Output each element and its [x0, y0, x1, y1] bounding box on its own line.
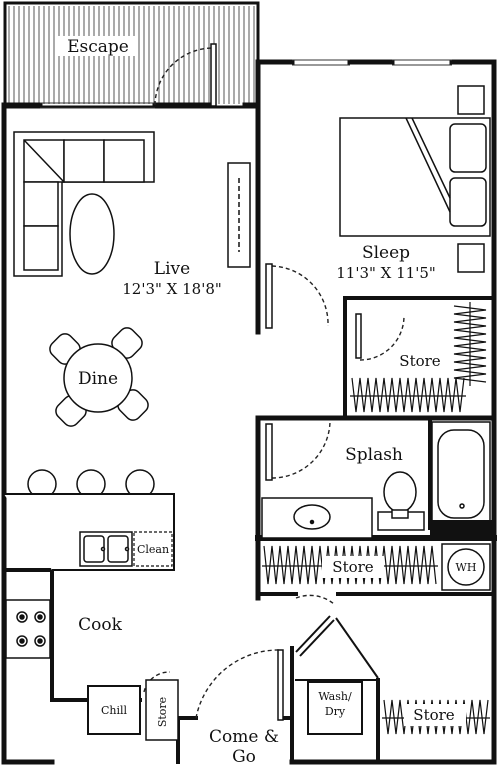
doors: [143, 47, 405, 719]
vanity: [261, 497, 373, 539]
closet-store-label: Store: [399, 352, 441, 370]
windows: [40, 59, 452, 109]
live-label: Live: [154, 259, 190, 279]
water-heater-label: WH: [456, 561, 477, 574]
water-heater: [441, 543, 491, 591]
refrigerator: [87, 685, 141, 735]
entry-label-bottom: Go: [232, 747, 256, 767]
bed: [339, 85, 491, 273]
label-backgrounds: [322, 348, 466, 726]
laundry-walls: [295, 615, 379, 679]
coffee-table: [69, 193, 115, 275]
sleep-label: Sleep: [362, 243, 410, 263]
chill-label: Chill: [101, 704, 128, 717]
bathtub: [431, 421, 491, 527]
kitchen-store-label: Store: [156, 697, 169, 727]
bar-stools: [27, 469, 155, 499]
sleep-dimensions: 11'3" X 11'5": [336, 264, 436, 282]
dining-set: [49, 327, 149, 427]
wash-dry-label-bottom: Dry: [325, 705, 346, 718]
tub-curb: [430, 520, 492, 538]
door-leaves: [210, 43, 362, 721]
washer-dryer: [307, 681, 363, 735]
laundry-store-label: Store: [413, 706, 455, 724]
dine-label: Dine: [78, 369, 118, 389]
pantry: [145, 679, 179, 741]
labels: Escape Live 12'3" X 18'8" Sleep 11'3" X …: [67, 37, 476, 767]
balcony: [3, 1, 260, 109]
toilet: [377, 471, 425, 531]
sectional-sofa: [13, 131, 155, 277]
dishwasher: [133, 531, 173, 567]
entry-label-top: Come &: [209, 727, 279, 747]
live-dimensions: 12'3" X 18'8": [122, 280, 222, 298]
hall-store-label: Store: [332, 558, 374, 576]
splash-label: Splash: [345, 445, 403, 465]
cook-label: Cook: [78, 615, 122, 635]
tv-console: [227, 162, 251, 268]
wash-dry-label-top: Wash/: [318, 690, 352, 703]
sink: [79, 531, 133, 567]
clean-label: Clean: [137, 543, 169, 556]
escape-label: Escape: [67, 37, 129, 57]
range: [5, 599, 51, 659]
